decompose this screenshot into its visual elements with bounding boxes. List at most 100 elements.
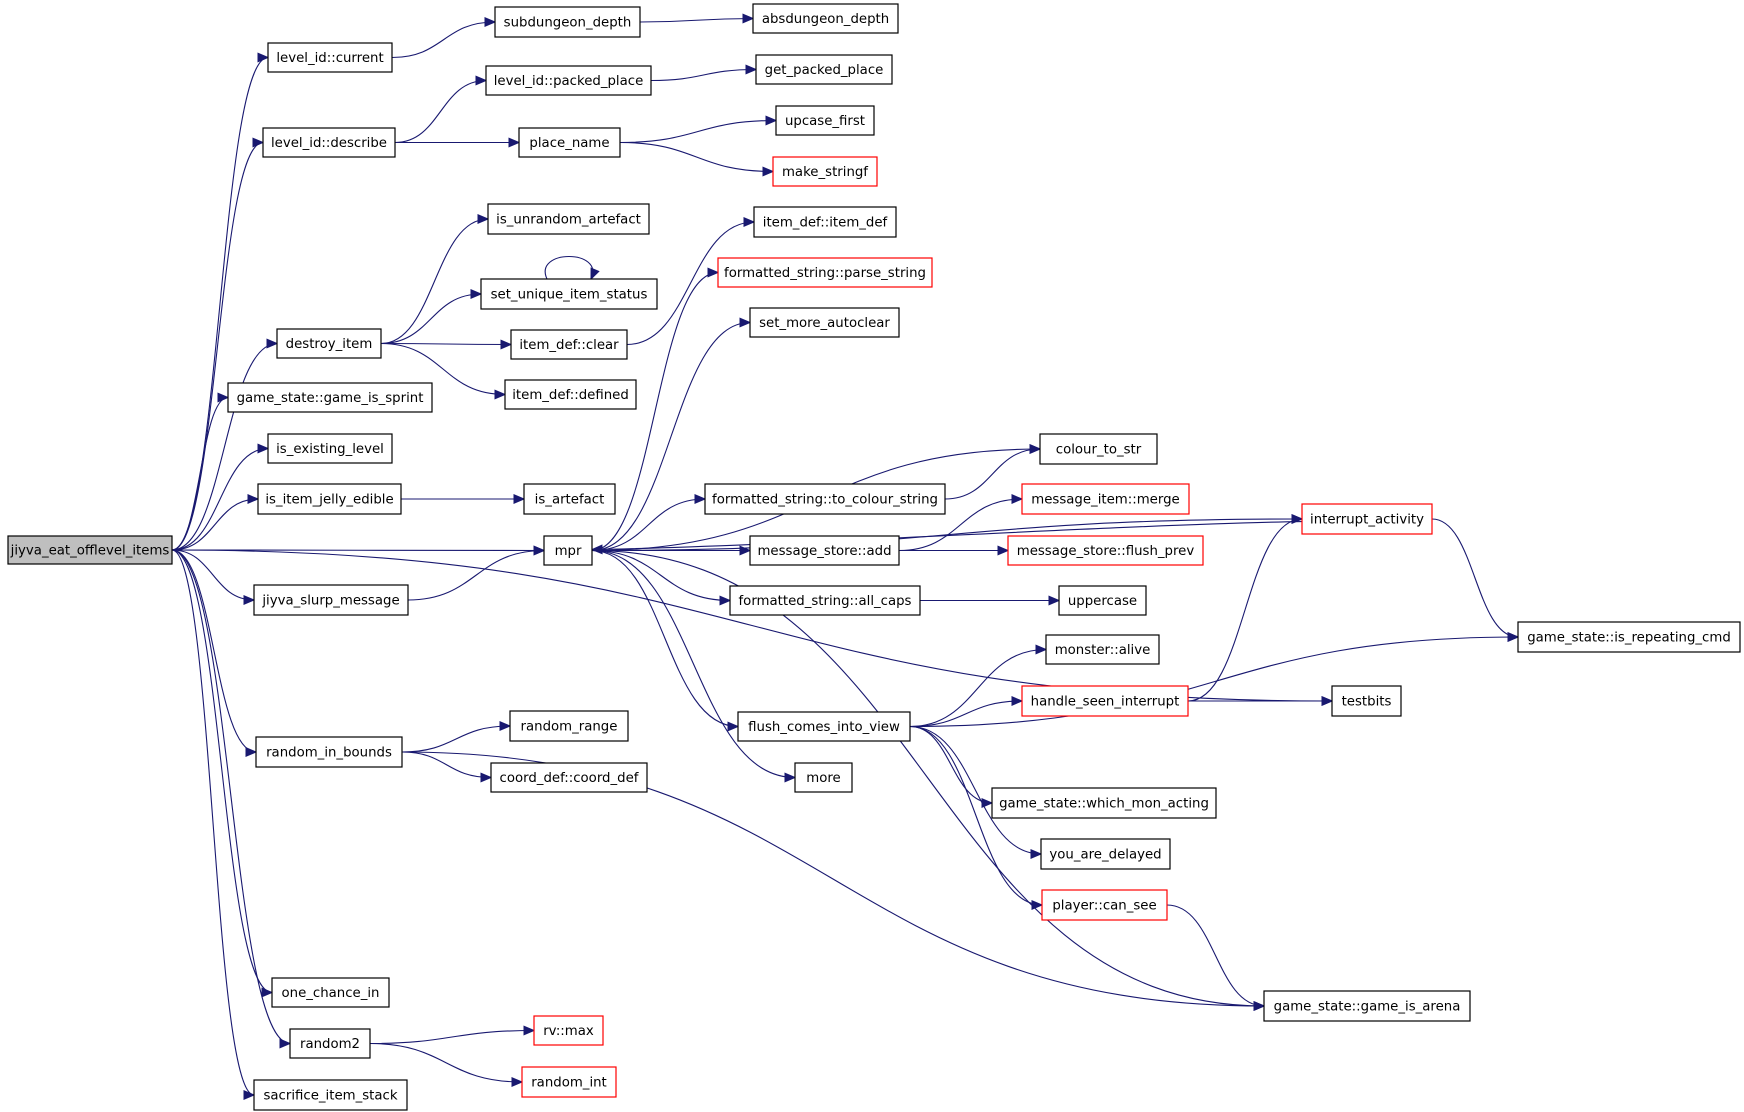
graph-node-game_state_game_is_arena[interactable]: game_state::game_is_arena bbox=[1263, 990, 1471, 1022]
graph-node-jiyva_slurp_message[interactable]: jiyva_slurp_message bbox=[253, 584, 409, 616]
graph-node-more[interactable]: more bbox=[794, 762, 853, 793]
node-label: jiyva_eat_offlevel_items bbox=[10, 544, 170, 559]
graph-node-is_artefact[interactable]: is_artefact bbox=[523, 483, 616, 515]
edge-arrowhead bbox=[494, 389, 507, 400]
edge-line bbox=[1166, 904, 1265, 1007]
edge-line bbox=[369, 1029, 535, 1045]
graph-node-handle_seen_interrupt[interactable]: handle_seen_interrupt bbox=[1021, 685, 1189, 717]
graph-node-formatted_string_parse_string[interactable]: formatted_string::parse_string bbox=[717, 257, 933, 288]
call-edge-formatted_string_all_caps-to-uppercase bbox=[920, 595, 1061, 606]
node-box bbox=[775, 105, 875, 136]
graph-node-get_packed_place[interactable]: get_packed_place bbox=[755, 54, 893, 85]
edge-line bbox=[619, 141, 774, 173]
call-edge-destroy_item-to-is_unrandom_artefact bbox=[380, 214, 490, 345]
graph-node-is_unrandom_artefact[interactable]: is_unrandom_artefact bbox=[487, 203, 650, 235]
edge-arrowhead bbox=[257, 52, 270, 63]
graph-node-level_id_packed_place[interactable]: level_id::packed_place bbox=[485, 65, 652, 96]
graph-node-random_range[interactable]: random_range bbox=[509, 710, 629, 742]
graph-node-formatted_string_all_caps[interactable]: formatted_string::all_caps bbox=[729, 585, 921, 616]
graph-node-flush_comes_into_view[interactable]: flush_comes_into_view bbox=[737, 711, 911, 742]
edge-arrowhead bbox=[1011, 494, 1024, 504]
graph-node-place_name[interactable]: place_name bbox=[518, 127, 621, 158]
graph-node-set_more_autoclear[interactable]: set_more_autoclear bbox=[749, 307, 900, 338]
call-edge-handle_seen_interrupt-to-testbits bbox=[1188, 696, 1334, 706]
graph-node-set_unique_item_status[interactable]: set_unique_item_status bbox=[480, 278, 658, 310]
graph-node-level_id_describe[interactable]: level_id::describe bbox=[262, 127, 396, 158]
node-label: game_state::game_is_sprint bbox=[237, 391, 424, 406]
graph-node-message_item_merge[interactable]: message_item::merge bbox=[1021, 483, 1190, 515]
node-box bbox=[253, 584, 409, 616]
node-label: game_state::game_is_arena bbox=[1274, 1000, 1461, 1015]
edge-line bbox=[401, 751, 492, 779]
graph-node-jiyva_eat_offlevel_items[interactable]: jiyva_eat_offlevel_items bbox=[7, 535, 173, 565]
graph-node-item_def_item_def[interactable]: item_def::item_def bbox=[753, 206, 897, 238]
graph-node-is_item_jelly_edible[interactable]: is_item_jelly_edible bbox=[257, 483, 402, 515]
call-edge-mpr-to-set_more_autoclear bbox=[591, 317, 752, 552]
graph-node-random_in_bounds[interactable]: random_in_bounds bbox=[255, 736, 403, 768]
graph-node-game_state_game_is_sprint[interactable]: game_state::game_is_sprint bbox=[227, 382, 433, 413]
graph-node-message_store_add[interactable]: message_store::add bbox=[749, 535, 900, 566]
graph-node-testbits[interactable]: testbits bbox=[1331, 685, 1402, 717]
edge-arrowhead bbox=[784, 772, 797, 783]
graph-node-uppercase[interactable]: uppercase bbox=[1058, 585, 1147, 616]
node-label: item_def::defined bbox=[512, 388, 629, 403]
node-label: random_range bbox=[521, 720, 618, 735]
edge-line bbox=[380, 293, 482, 345]
graph-node-subdungeon_depth[interactable]: subdungeon_depth bbox=[494, 6, 641, 38]
node-label: is_unrandom_artefact bbox=[496, 213, 641, 228]
graph-node-monster_alive[interactable]: monster::alive bbox=[1045, 634, 1160, 665]
edge-arrowhead bbox=[590, 544, 603, 555]
node-box bbox=[1007, 535, 1204, 566]
edge-line bbox=[909, 725, 1042, 855]
node-box bbox=[1058, 585, 1147, 616]
graph-node-make_stringf[interactable]: make_stringf bbox=[772, 156, 878, 187]
edge-line bbox=[909, 725, 993, 804]
node-box bbox=[271, 977, 390, 1008]
call-edge-random_in_bounds-to-coord_def_coord_def bbox=[401, 751, 493, 783]
graph-node-message_store_flush_prev[interactable]: message_store::flush_prev bbox=[1007, 535, 1204, 566]
edge-line bbox=[591, 498, 706, 552]
node-label: game_state::which_mon_acting bbox=[999, 797, 1209, 812]
node-label: random2 bbox=[300, 1037, 360, 1052]
node-label: monster::alive bbox=[1055, 643, 1151, 658]
graph-node-player_can_see[interactable]: player::can_see bbox=[1041, 889, 1168, 921]
call-edge-subdungeon_depth-to-absdungeon_depth bbox=[639, 13, 755, 24]
graph-node-destroy_item[interactable]: destroy_item bbox=[276, 328, 382, 359]
call-edge-handle_seen_interrupt-to-interrupt_activity bbox=[1187, 514, 1304, 702]
graph-node-interrupt_activity[interactable]: interrupt_activity bbox=[1301, 503, 1433, 535]
node-box bbox=[262, 127, 396, 158]
graph-node-rv_max[interactable]: rv::max bbox=[533, 1015, 604, 1046]
graph-node-one_chance_in[interactable]: one_chance_in bbox=[271, 977, 390, 1008]
edge-line bbox=[909, 700, 1023, 728]
graph-node-item_def_clear[interactable]: item_def::clear bbox=[510, 329, 628, 360]
graph-node-game_state_is_repeating_cmd[interactable]: game_state::is_repeating_cmd bbox=[1517, 621, 1741, 653]
node-label: mpr bbox=[555, 544, 582, 559]
graph-node-random_int[interactable]: random_int bbox=[521, 1066, 617, 1098]
graph-node-sacrifice_item_stack[interactable]: sacrifice_item_stack bbox=[253, 1079, 408, 1111]
graph-node-you_are_delayed[interactable]: you_are_delayed bbox=[1040, 838, 1171, 870]
graph-node-game_state_which_mon_acting[interactable]: game_state::which_mon_acting bbox=[991, 787, 1217, 819]
graph-node-formatted_string_to_colour_string[interactable]: formatted_string::to_colour_string bbox=[704, 483, 946, 515]
node-box bbox=[1301, 503, 1433, 535]
edge-arrowhead bbox=[997, 545, 1010, 556]
graph-node-is_existing_level[interactable]: is_existing_level bbox=[267, 433, 393, 464]
graph-node-coord_def_coord_def[interactable]: coord_def::coord_def bbox=[490, 762, 648, 793]
node-label: is_existing_level bbox=[276, 442, 384, 457]
node-label: testbits bbox=[1342, 695, 1392, 710]
edge-line bbox=[171, 342, 278, 551]
graph-node-level_id_current[interactable]: level_id::current bbox=[267, 42, 393, 73]
graph-node-random2[interactable]: random2 bbox=[289, 1028, 371, 1059]
node-box bbox=[1045, 634, 1160, 665]
edge-line bbox=[1431, 518, 1519, 638]
graph-node-item_def_defined[interactable]: item_def::defined bbox=[504, 379, 637, 410]
graph-node-mpr[interactable]: mpr bbox=[543, 535, 593, 566]
graph-node-absdungeon_depth[interactable]: absdungeon_depth bbox=[752, 3, 899, 34]
call-edge-level_id_describe-to-level_id_packed_place bbox=[394, 75, 488, 144]
node-label: subdungeon_depth bbox=[504, 16, 632, 31]
graph-node-upcase_first[interactable]: upcase_first bbox=[775, 105, 875, 136]
node-box bbox=[729, 585, 921, 616]
edge-line bbox=[591, 549, 1265, 1007]
node-box bbox=[523, 483, 616, 515]
node-label: one_chance_in bbox=[282, 986, 380, 1001]
graph-node-colour_to_str[interactable]: colour_to_str bbox=[1039, 433, 1158, 465]
